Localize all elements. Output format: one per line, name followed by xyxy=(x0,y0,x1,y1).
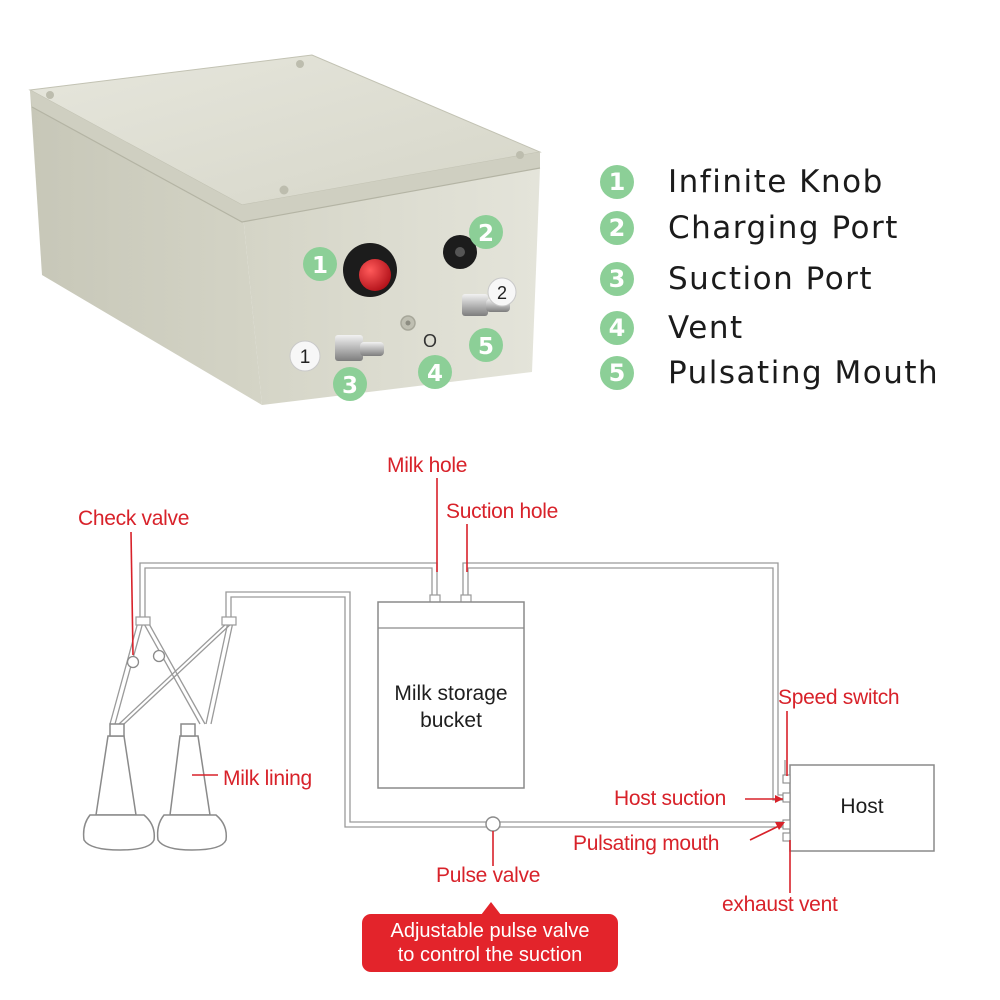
callout-line2: to control the suction xyxy=(397,944,583,966)
label-exhaust-vent: exhaust vent xyxy=(722,893,838,916)
device-badge-5: 5 xyxy=(469,328,503,362)
legend-item: 1 Infinite Knob xyxy=(600,162,884,202)
legend-label: Pulsating Mouth xyxy=(668,355,940,391)
legend-badge: 1 xyxy=(600,165,634,199)
charging-port xyxy=(443,235,477,269)
legend-label: Charging Port xyxy=(668,210,899,246)
label-host-suction: Host suction xyxy=(614,787,726,810)
milk-storage-bucket xyxy=(377,601,525,789)
svg-text:1: 1 xyxy=(312,253,328,279)
label-speed-switch: Speed switch xyxy=(778,686,900,709)
check-valve-left xyxy=(126,655,140,669)
tube-fittings xyxy=(135,594,472,626)
legend-label: Vent xyxy=(668,310,744,346)
legend-item: 4 Vent xyxy=(600,308,744,348)
bucket-label-line1: Milk storage xyxy=(394,682,508,705)
legend-label: Suction Port xyxy=(668,261,874,297)
svg-text:2: 2 xyxy=(497,283,507,303)
screw-hole xyxy=(279,185,289,195)
check-valve-right xyxy=(152,649,166,663)
host-box xyxy=(789,764,935,852)
callout-pointer xyxy=(481,902,501,915)
legend-badge: 5 xyxy=(600,356,634,390)
vent-marking: O xyxy=(423,331,437,351)
device-badge-1: 1 xyxy=(303,247,337,281)
legend-item: 5 Pulsating Mouth xyxy=(600,353,939,393)
label-check-valve: Check valve xyxy=(78,507,190,530)
label-milk-lining: Milk lining xyxy=(223,767,312,790)
label-pulsating-mouth: Pulsating mouth xyxy=(573,832,720,855)
legend-item: 3 Suction Port xyxy=(600,259,873,299)
control-box: O 1 2 1 2 3 xyxy=(28,54,542,405)
callout-line1: Adjustable pulse valve xyxy=(390,920,590,942)
legend-badge: 3 xyxy=(600,262,634,296)
port-sticker-2: 2 xyxy=(487,277,517,307)
legend-item: 2 Charging Port xyxy=(600,208,899,248)
label-arrowheads xyxy=(775,795,785,830)
screw-hole xyxy=(46,91,54,99)
svg-text:2: 2 xyxy=(478,221,494,247)
label-pulse-valve: Pulse valve xyxy=(436,864,541,887)
screw-hole xyxy=(296,60,304,68)
device-badge-2: 2 xyxy=(469,215,503,249)
legend-badge: 2 xyxy=(600,211,634,245)
port-sticker-1: 1 xyxy=(289,340,321,372)
vent-hole: O xyxy=(400,315,437,351)
pulse-valve xyxy=(485,816,501,832)
svg-text:3: 3 xyxy=(342,373,358,399)
teat-cup-left xyxy=(82,723,156,851)
device-badge-4: 4 xyxy=(418,355,452,389)
legend-label: Infinite Knob xyxy=(668,164,884,200)
svg-text:1: 1 xyxy=(300,347,311,368)
legend-badge: 4 xyxy=(600,311,634,345)
bucket-label-line2: bucket xyxy=(420,709,482,732)
label-suction-hole: Suction hole xyxy=(446,500,558,523)
box-left-face xyxy=(30,90,262,405)
pulse-valve-callout: Adjustable pulse valve to control the su… xyxy=(362,914,618,972)
device-badge-3: 3 xyxy=(333,367,367,401)
screw-hole xyxy=(516,151,524,159)
teat-cup-right xyxy=(156,723,228,851)
svg-text:5: 5 xyxy=(478,334,494,360)
label-milk-hole: Milk hole xyxy=(387,454,468,477)
suction-port xyxy=(335,335,384,361)
infinite-knob xyxy=(343,243,397,297)
svg-text:4: 4 xyxy=(427,361,443,387)
label-leaders xyxy=(130,478,791,893)
host-label: Host xyxy=(840,795,884,818)
lid-rim xyxy=(30,90,540,222)
